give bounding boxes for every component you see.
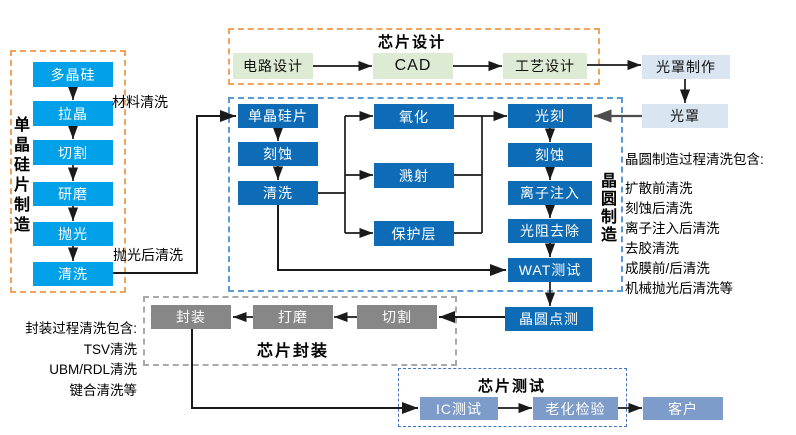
node-mask-making: 光罩制作 <box>642 55 730 79</box>
node-dicing: 切割 <box>357 305 437 329</box>
wafer-clean-note-line: 去胶清洗 <box>625 241 679 256</box>
silicon-section-frame <box>10 50 126 293</box>
node-burn-in-test: 老化检验 <box>533 397 618 420</box>
connector-package-to-ictest <box>191 329 418 414</box>
packaging-section-title: 芯片封装 <box>257 343 330 360</box>
node-grinding: 研磨 <box>33 182 113 206</box>
design-section-frame <box>228 28 600 85</box>
node-process-design: 工艺设计 <box>503 53 587 79</box>
package-clean-note-line: 封装过程清洗包含: <box>25 321 137 336</box>
node-cutting: 切割 <box>33 140 113 165</box>
node-cad: CAD <box>373 53 453 79</box>
node-mask: 光罩 <box>642 104 728 128</box>
packaging-section-frame <box>143 296 457 366</box>
wafer-clean-note-line: 机械抛光后清洗等 <box>625 281 733 296</box>
node-oxidation: 氧化 <box>374 104 454 129</box>
wafer-clean-note: 晶圆制造过程清洗包含: 扩散前清洗 刻蚀后清洗 离子注入后清洗 去胶清洗 成膜前… <box>625 150 796 299</box>
design-section-title: 芯片设计 <box>377 34 446 51</box>
wafer-section-label: 晶圆制造 <box>598 172 615 244</box>
node-sputtering: 溅射 <box>374 163 454 188</box>
package-clean-note-line: TSV清洗 <box>83 341 137 357</box>
connector-cleaning-to-wafer <box>113 110 236 274</box>
node-polishing: 抛光 <box>33 222 113 246</box>
test-section-frame <box>398 368 627 427</box>
node-circuit-design: 电路设计 <box>233 53 313 79</box>
node-litho-etching: 刻蚀 <box>508 143 592 167</box>
wafer-clean-note-line: 成膜前/后清洗 <box>625 261 710 276</box>
node-monocrystal-wafer: 单晶硅片 <box>238 104 318 128</box>
node-protective-layer: 保护层 <box>374 221 454 246</box>
wafer-section-frame <box>228 97 623 292</box>
node-wafer-cleaning: 清洗 <box>238 181 318 205</box>
node-ic-test: IC测试 <box>420 397 498 420</box>
wafer-clean-note-line: 离子注入后清洗 <box>625 221 720 236</box>
node-polysilicon: 多晶硅 <box>33 62 113 87</box>
node-wafer-etching: 刻蚀 <box>238 142 318 166</box>
node-customer: 客户 <box>643 397 723 420</box>
node-ion-implantation: 离子注入 <box>508 181 592 205</box>
node-wat-test: WAT测试 <box>508 258 592 282</box>
test-section-title: 芯片测试 <box>478 378 547 395</box>
material-clean-label: 材料清洗 <box>112 94 168 110</box>
node-cleaning: 清洗 <box>33 262 113 286</box>
wafer-clean-note-line: 刻蚀后清洗 <box>625 201 693 216</box>
node-packaging: 封装 <box>151 305 231 329</box>
connector-clean-to-wat <box>277 205 506 276</box>
node-crystal-pulling: 拉晶 <box>33 101 113 126</box>
package-clean-note-line: UBM/RDL清洗 <box>49 362 137 377</box>
wafer-clean-note-line: 晶圆制造过程清洗包含: <box>625 152 764 167</box>
package-clean-note: 封装过程清洗包含: TSV清洗 UBM/RDL清洗 键合清洗等 <box>0 319 137 401</box>
node-package-grinding: 打磨 <box>253 305 333 329</box>
node-wafer-probe: 晶圆点测 <box>505 307 593 331</box>
wafer-clean-note-line: 扩散前清洗 <box>625 181 693 196</box>
package-clean-note-line: 键合清洗等 <box>69 382 138 398</box>
node-photoresist-removal: 光阻去除 <box>508 219 592 243</box>
node-photolithography: 光刻 <box>508 104 592 128</box>
polish-clean-label: 抛光后清洗 <box>113 247 183 263</box>
silicon-section-label: 单晶硅片制造 <box>11 116 28 236</box>
